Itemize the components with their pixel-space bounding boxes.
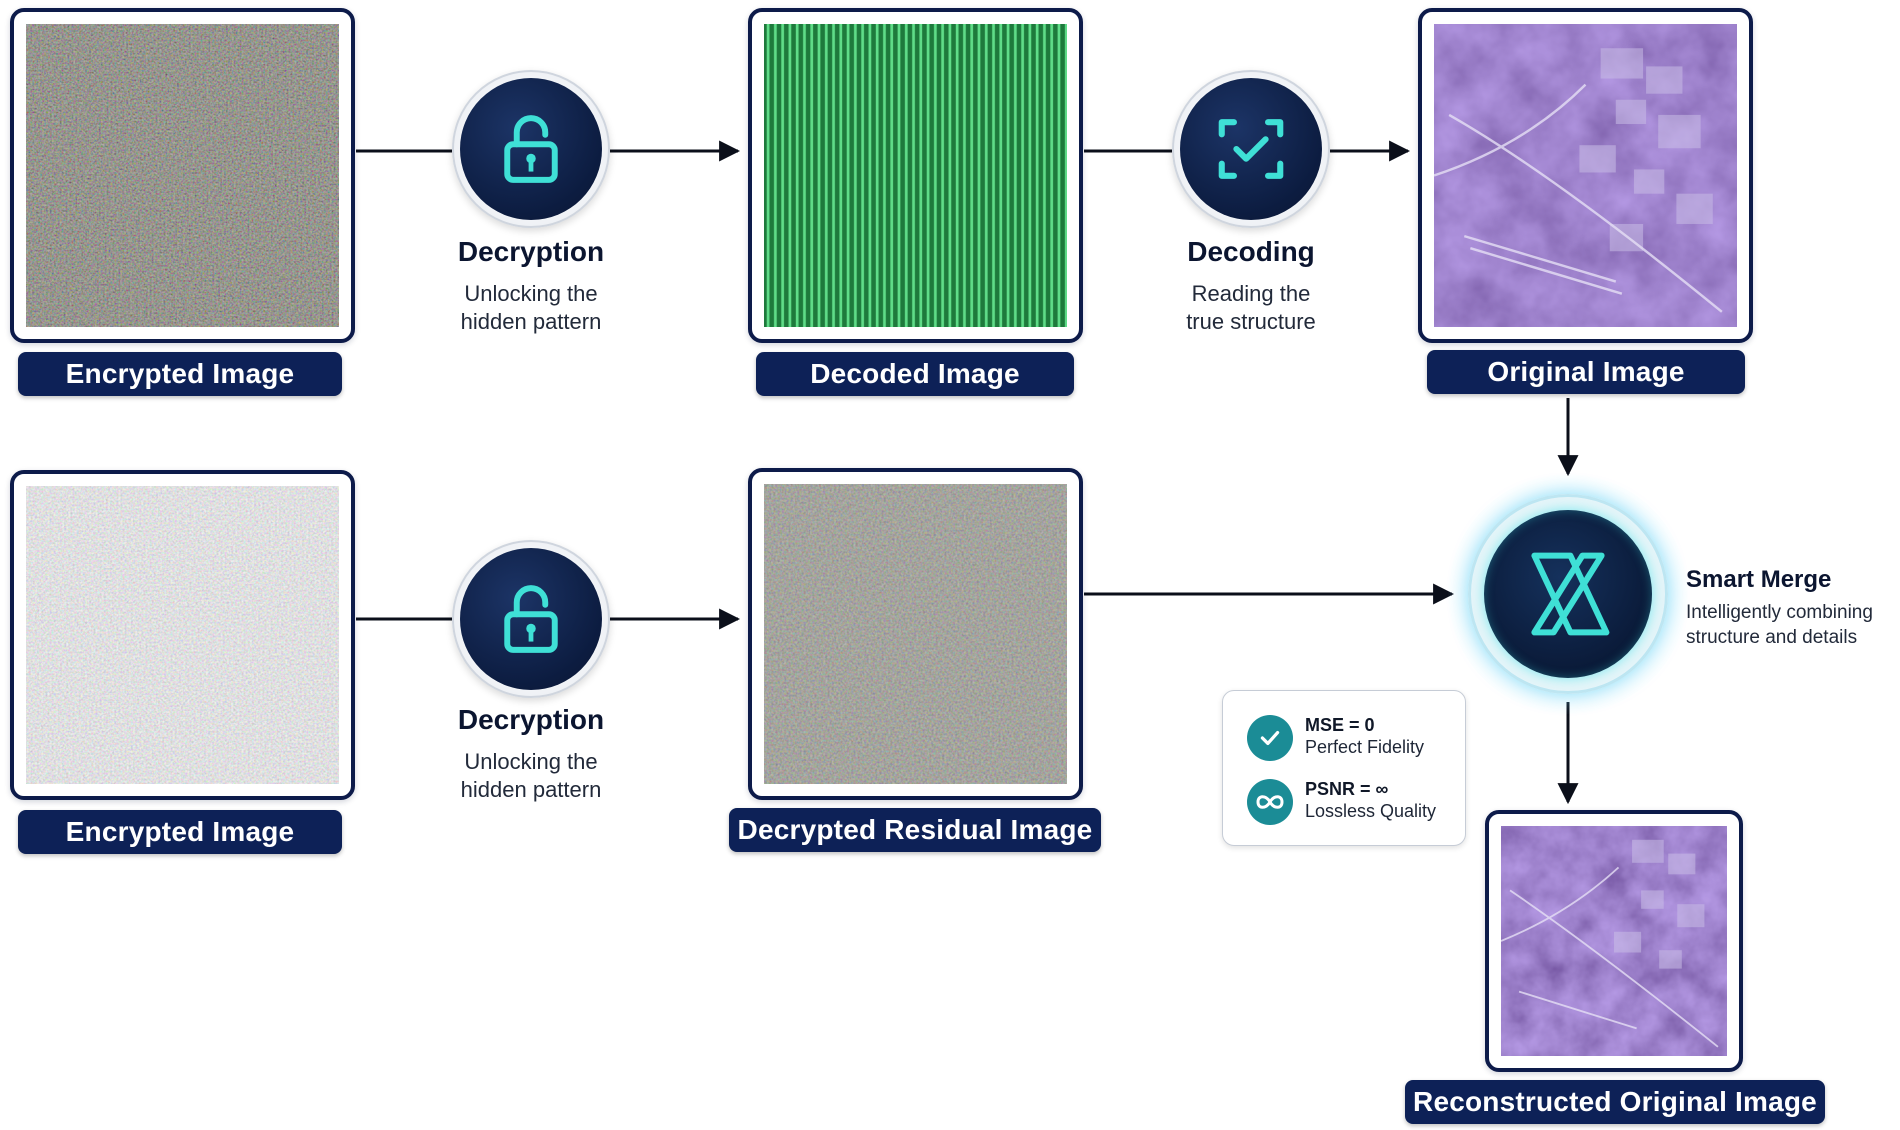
reconstructed-image-label: Reconstructed Original Image <box>1405 1080 1825 1124</box>
satellite-image <box>1501 826 1727 1056</box>
decoding-desc-b: true structure <box>1186 309 1316 334</box>
metrics-card: MSE = 0 Perfect Fidelity PSNR = ∞ Lossle… <box>1222 690 1466 846</box>
infinity-icon <box>1247 779 1293 825</box>
residual-noise-image <box>764 484 1067 784</box>
decryption-title-1: Decryption <box>457 236 605 267</box>
decryption-desc-1a: Unlocking the <box>464 281 598 306</box>
satellite-image <box>1434 24 1737 327</box>
psnr-label: Lossless Quality <box>1305 801 1437 821</box>
decrypted-residual-image <box>748 468 1083 800</box>
reconstructed-image <box>1485 810 1743 1072</box>
decryption-step-2 <box>452 540 610 698</box>
noise-image <box>26 24 339 327</box>
original-image-label: Original Image <box>1427 350 1745 394</box>
decryption-desc-2a: Unlocking the <box>464 749 598 774</box>
merge-x-icon <box>1531 552 1610 636</box>
encrypted-image-label-2: Encrypted Image <box>18 810 342 854</box>
decryption-title-2: Decryption <box>457 704 605 735</box>
noise-image <box>26 486 339 784</box>
decoding-title: Decoding <box>1187 236 1315 267</box>
unlock-icon <box>504 585 558 653</box>
decoding-step <box>1172 70 1330 228</box>
green-stripes-image <box>764 24 1067 327</box>
smart-merge-node <box>1468 494 1668 694</box>
scan-check-icon <box>1218 119 1284 179</box>
smart-merge-desc-a: Intelligently combining <box>1686 602 1873 623</box>
encrypted-image-label-1: Encrypted Image <box>18 352 342 396</box>
mse-value: MSE = 0 <box>1305 715 1375 735</box>
decryption-desc-2b: hidden pattern <box>460 777 602 802</box>
psnr-value: PSNR = ∞ <box>1305 779 1389 799</box>
check-icon <box>1247 715 1293 761</box>
encrypted-image-1 <box>10 8 355 343</box>
decoded-image-label: Decoded Image <box>756 352 1074 396</box>
unlock-icon <box>504 115 558 183</box>
decoded-image <box>748 8 1083 343</box>
smart-merge-title: Smart Merge <box>1686 566 1832 593</box>
decryption-step-1 <box>452 70 610 228</box>
mse-label: Perfect Fidelity <box>1305 737 1425 757</box>
decoding-desc-a: Reading the <box>1191 281 1311 306</box>
original-image <box>1418 8 1753 343</box>
encrypted-image-2 <box>10 470 355 800</box>
decryption-desc-1b: hidden pattern <box>460 309 602 334</box>
smart-merge-desc-b: structure and details <box>1686 627 1858 648</box>
decrypted-residual-label: Decrypted Residual Image <box>729 808 1101 852</box>
